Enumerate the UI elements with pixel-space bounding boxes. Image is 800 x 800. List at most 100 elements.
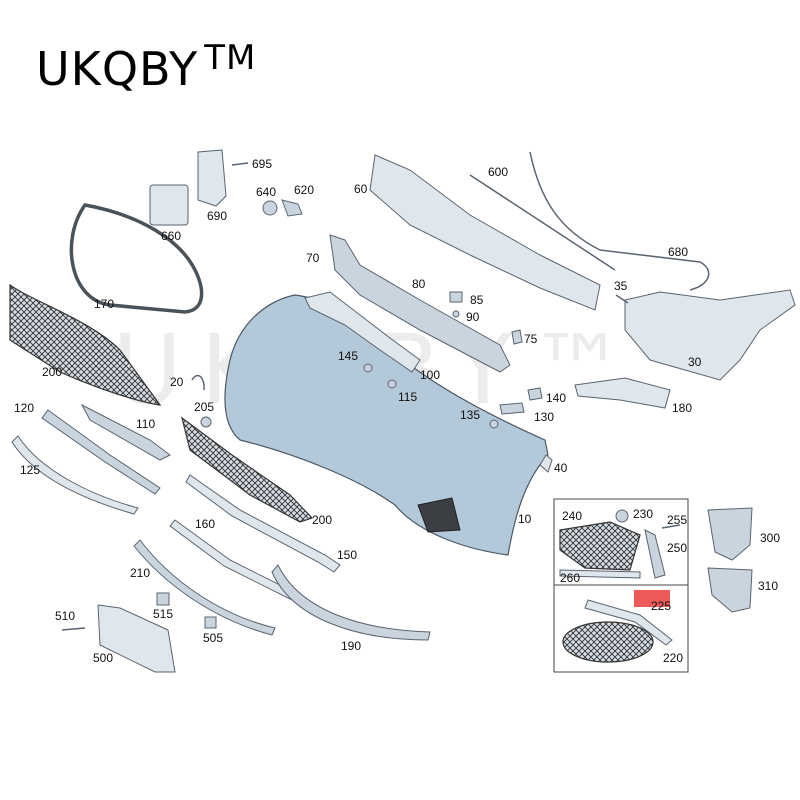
callout-60: 60 [354, 182, 368, 196]
callout-660: 660 [161, 229, 181, 243]
callout-505: 505 [203, 631, 223, 645]
callout-225: 225 [651, 599, 671, 613]
part-20 [191, 374, 205, 391]
callout-205: 205 [194, 400, 214, 414]
callout-145: 145 [338, 349, 358, 363]
callout-200: 200 [312, 513, 332, 527]
part-140 [527, 387, 543, 401]
callout-100: 100 [420, 368, 440, 382]
strip-190 [271, 564, 431, 641]
trim-250 [644, 529, 666, 579]
part-85 [449, 291, 463, 303]
lower-grille-left [9, 283, 162, 406]
callout-190: 190 [341, 639, 361, 653]
callout-620: 620 [294, 183, 314, 197]
callout-310: 310 [758, 579, 778, 593]
callout-150: 150 [337, 548, 357, 562]
callout-20: 20 [170, 375, 184, 389]
callout-110: 110 [136, 417, 155, 431]
sensor-640 [262, 200, 278, 216]
callout-640: 640 [256, 185, 276, 199]
callout-220: 220 [663, 651, 683, 665]
callout-135: 135 [460, 408, 480, 422]
strip-150 [185, 474, 341, 573]
license-plate-bracket [97, 604, 176, 673]
part-90 [452, 310, 460, 318]
part-40 [539, 454, 553, 473]
sensor-620 [281, 199, 303, 217]
callout-160: 160 [195, 517, 215, 531]
part-35 [615, 294, 629, 304]
callout-80: 80 [412, 277, 426, 291]
brand-trademark: TM [204, 38, 257, 78]
screw-115 [387, 379, 397, 389]
callout-600: 600 [488, 165, 508, 179]
screw-510 [61, 627, 86, 631]
callout-115: 115 [398, 390, 417, 404]
duct-310 [707, 567, 753, 613]
callout-10: 10 [518, 512, 532, 526]
callout-250: 250 [667, 541, 687, 555]
trim-260 [559, 569, 641, 579]
clip-505 [204, 616, 217, 629]
part-135 [489, 419, 499, 429]
wire-600 [469, 151, 710, 291]
side-bracket-70 [329, 234, 511, 373]
callout-210: 210 [130, 566, 150, 580]
bumper-vent [417, 497, 461, 533]
bracket-680 [624, 289, 796, 381]
reinforcement-180 [574, 377, 671, 409]
callout-300: 300 [760, 531, 780, 545]
trim-225 [584, 599, 673, 646]
bumper-cover [224, 294, 549, 556]
duct-300 [707, 507, 753, 561]
callout-695: 695 [252, 157, 272, 171]
strip-210 [133, 539, 276, 636]
callout-260: 260 [560, 571, 580, 585]
callout-180: 180 [672, 401, 692, 415]
callout-125: 125 [20, 463, 40, 477]
part-130 [499, 402, 525, 415]
callout-140: 140 [546, 391, 566, 405]
insert-240 [559, 521, 641, 571]
callout-75: 75 [524, 332, 538, 346]
brand-name: UKQBY [36, 42, 199, 96]
callout-680: 680 [668, 245, 688, 259]
screw-145 [363, 363, 373, 373]
callout-515: 515 [153, 607, 173, 621]
clip-230 [615, 509, 629, 523]
trim-110 [80, 403, 171, 461]
screw-255 [661, 524, 681, 529]
callout-40: 40 [554, 461, 568, 475]
trim-125 [11, 435, 139, 515]
callout-90: 90 [466, 310, 480, 324]
callout-200: 200 [42, 365, 62, 379]
grille-220 [562, 621, 654, 663]
callout-240: 240 [562, 509, 582, 523]
trim-120 [41, 409, 161, 495]
highlight-marker [634, 590, 670, 607]
callout-500: 500 [93, 651, 113, 665]
grille-frame [69, 203, 204, 314]
part-205 [200, 416, 212, 428]
carrier-60 [369, 154, 601, 311]
callout-690: 690 [207, 209, 227, 223]
screw-695 [231, 162, 249, 166]
part-75 [511, 329, 523, 345]
lower-grille-center [181, 416, 314, 523]
clip-515 [156, 592, 170, 606]
callout-85: 85 [470, 293, 484, 307]
callout-35: 35 [614, 279, 628, 293]
callout-255: 255 [667, 513, 687, 527]
radar-sensor [149, 184, 189, 226]
radar-bracket [197, 149, 227, 207]
absorber-100 [304, 291, 421, 373]
callout-510: 510 [55, 609, 75, 623]
callout-130: 130 [534, 410, 554, 424]
callout-230: 230 [633, 507, 653, 521]
callout-170: 170 [94, 297, 114, 311]
